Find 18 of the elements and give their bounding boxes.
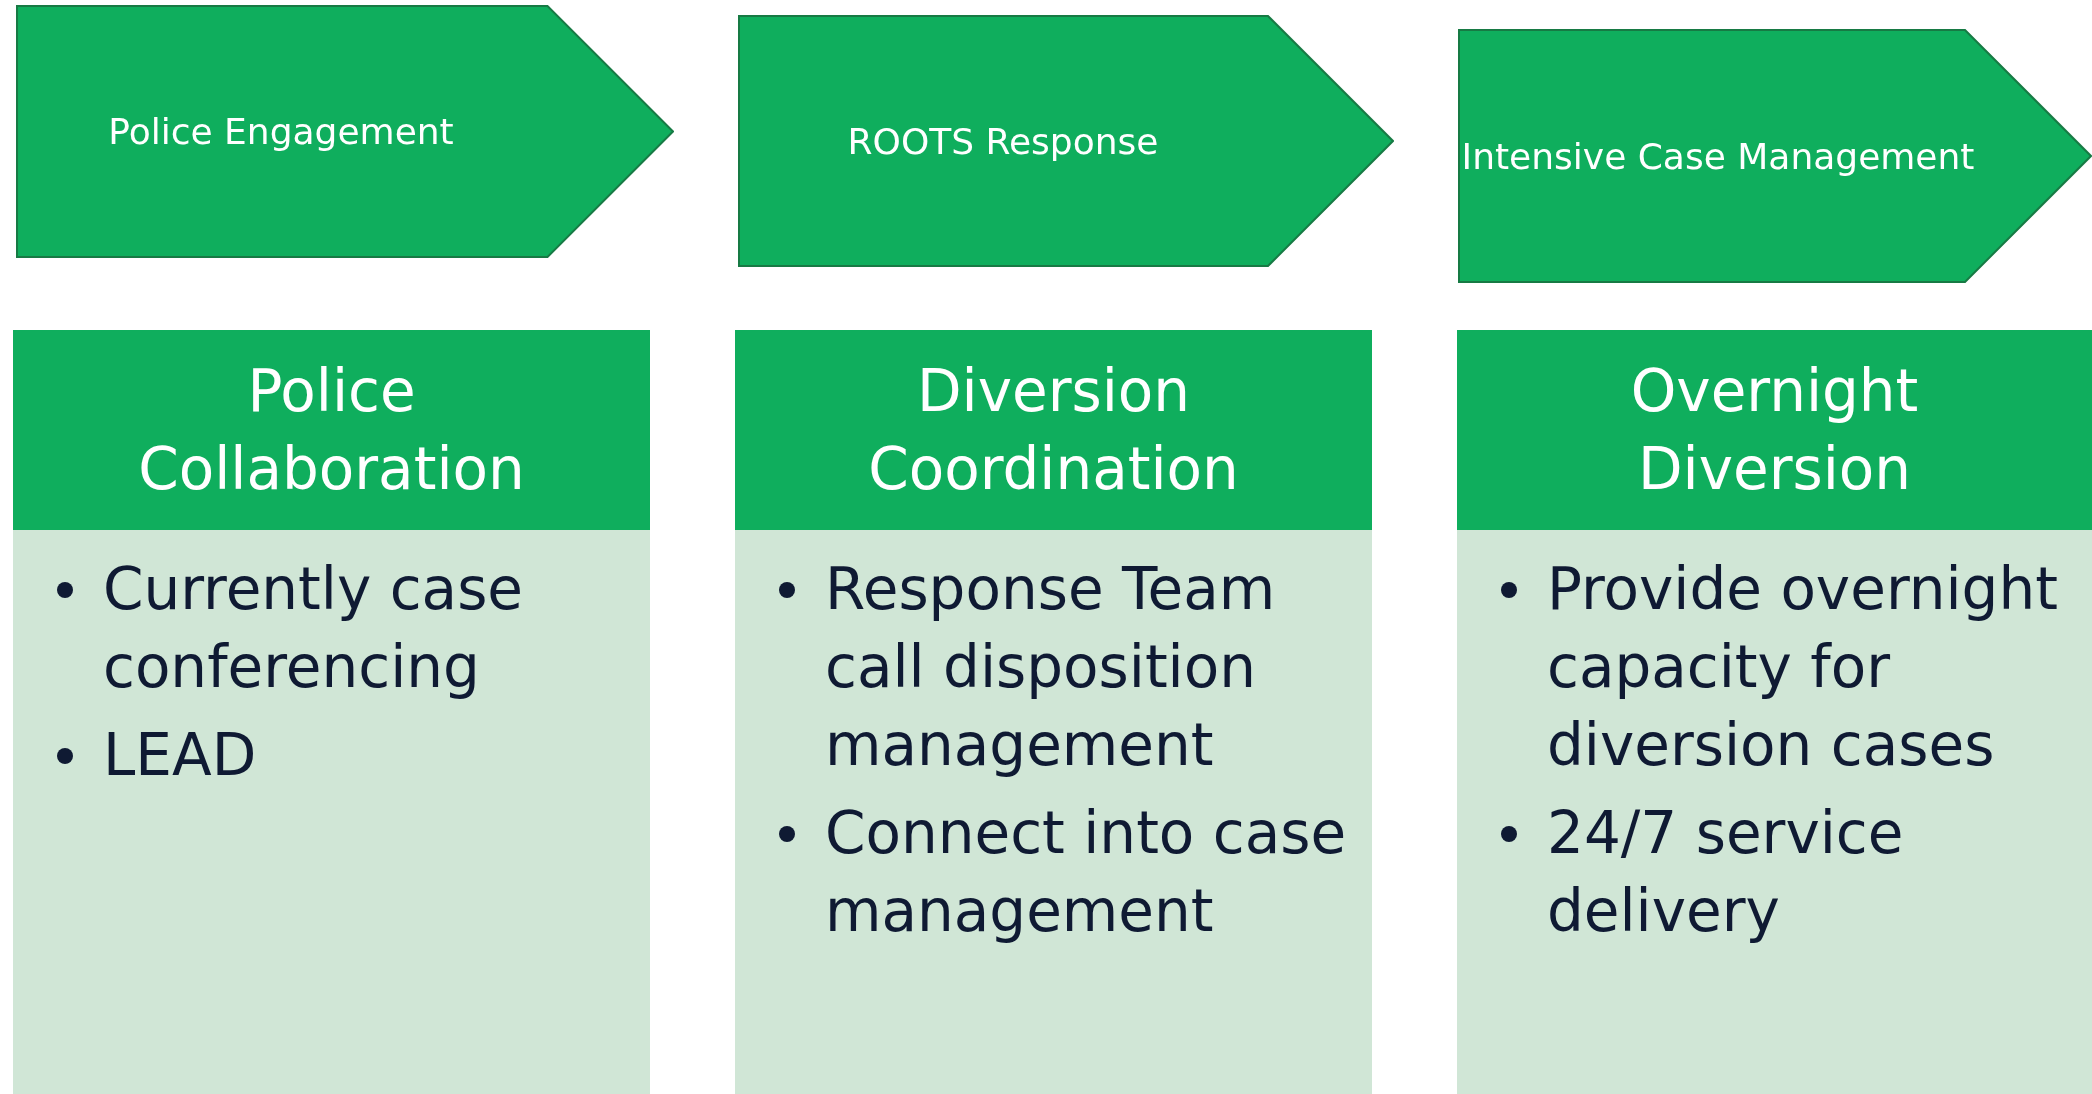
chevron-label: ROOTS Response <box>846 119 1160 164</box>
column-card <box>1457 330 2092 1094</box>
chevron-banner <box>738 15 1394 267</box>
bullet-text: Provide overnight capacity for diversion cases <box>1547 554 2059 781</box>
bullet-text: 24/7 service delivery <box>1547 798 1905 947</box>
chevron-label: Intensive Case Management <box>1460 134 1976 179</box>
header-bar: Police Collaboration <box>13 330 650 530</box>
header-bar: Overnight Diversion <box>1457 330 2092 530</box>
bullet-text: Response Team call disposition management <box>825 554 1277 781</box>
chevron-banner <box>16 5 674 258</box>
bullet-text: Currently case conferencing <box>103 554 525 703</box>
bullet-text: LEAD <box>103 720 258 791</box>
bullet-text: Connect into case management <box>825 798 1348 947</box>
chevron-label: Police Engagement <box>107 110 455 154</box>
header-bar: Diversion Coordination <box>735 330 1372 530</box>
column-card <box>735 330 1372 1094</box>
column-card <box>13 330 650 1094</box>
chevron-banner <box>1458 29 2092 283</box>
